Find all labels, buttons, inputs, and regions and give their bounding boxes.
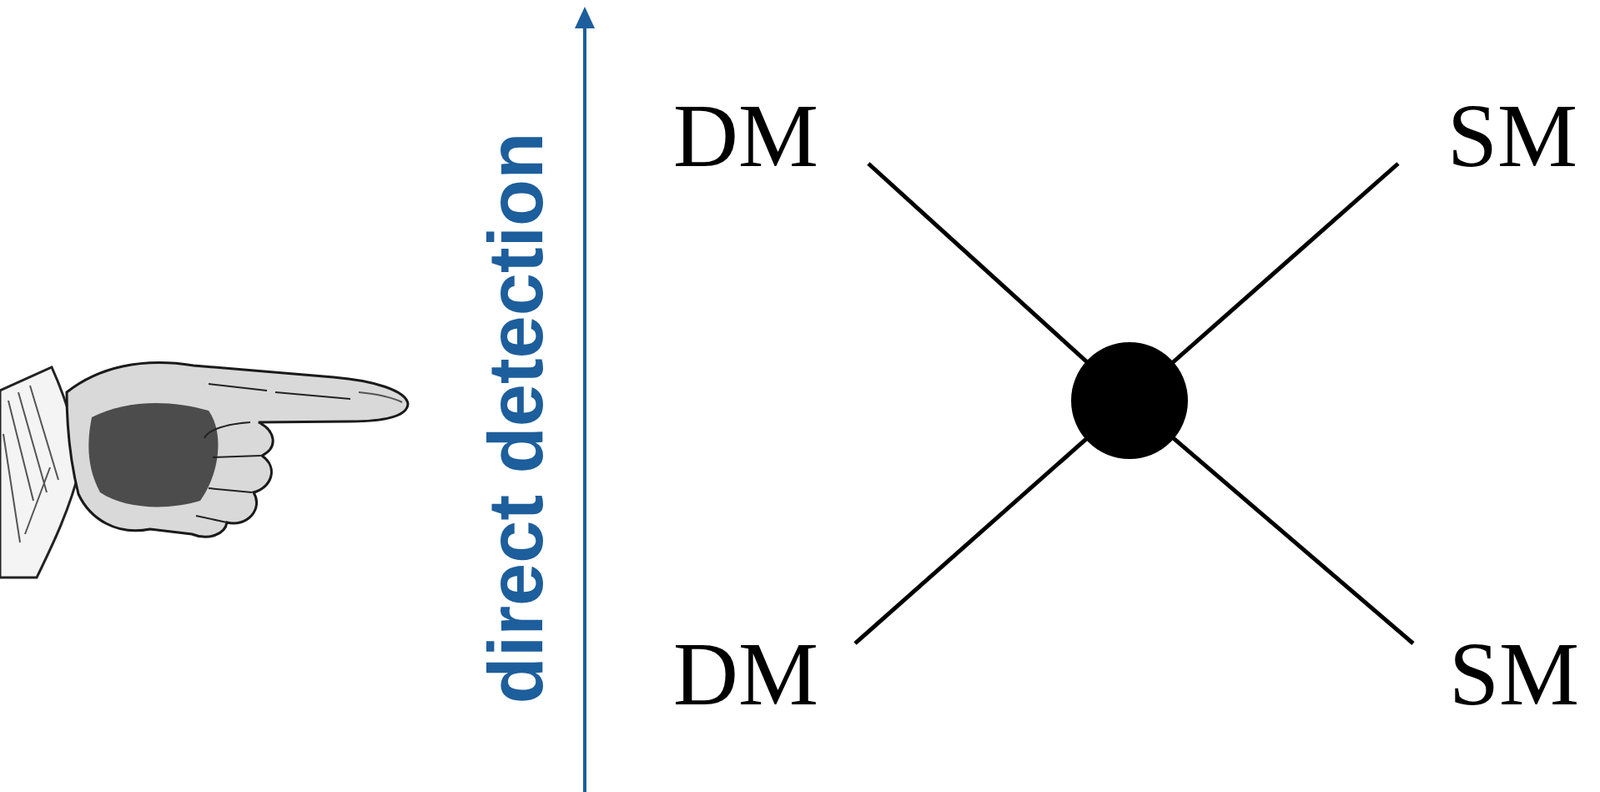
particle-label: DM bbox=[673, 90, 819, 182]
axis-arrowhead bbox=[574, 6, 595, 29]
axis-label: direct detection bbox=[477, 131, 554, 704]
particle-label: DM bbox=[673, 628, 819, 720]
hand-shading bbox=[88, 402, 218, 507]
particle-label: SM bbox=[1449, 628, 1580, 720]
hand-shape bbox=[66, 362, 408, 538]
fingernail bbox=[358, 392, 403, 403]
detection-axis bbox=[574, 6, 595, 792]
pointing-hand bbox=[0, 362, 408, 578]
particle-label: SM bbox=[1447, 90, 1578, 182]
vertex-blob bbox=[1071, 342, 1188, 459]
interaction-vertex bbox=[855, 163, 1414, 644]
axis-line bbox=[583, 21, 587, 792]
cuff-hatching bbox=[3, 385, 59, 543]
finger-lines bbox=[196, 383, 351, 523]
